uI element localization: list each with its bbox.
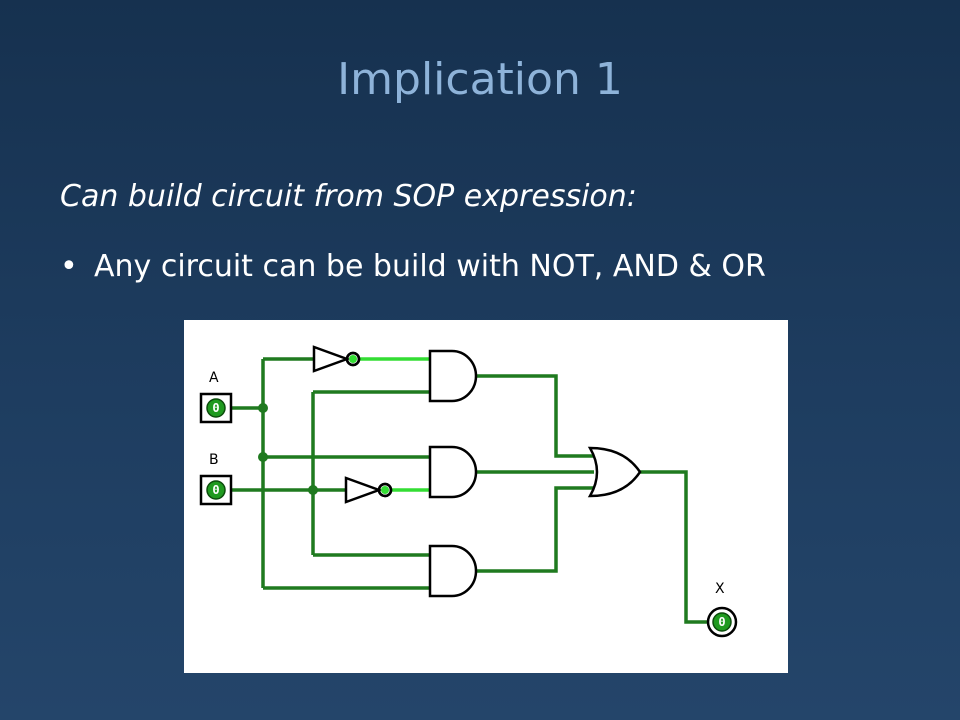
and-gate-3 <box>428 544 478 598</box>
not-bubbles-outline <box>345 351 393 498</box>
junction-b <box>308 485 318 495</box>
not-gates <box>312 345 393 504</box>
not-b-bubble-fill <box>381 486 389 494</box>
and-gates <box>428 349 478 598</box>
input-pin-a[interactable] <box>199 392 233 424</box>
bullet-text: Any circuit can be build with NOT, AND &… <box>94 249 766 284</box>
not-gate-a <box>312 345 351 373</box>
and-gate-2 <box>428 445 478 499</box>
junctions <box>258 403 318 495</box>
wires-on <box>360 357 430 492</box>
wire-and1-out <box>476 374 594 458</box>
wires-off <box>232 357 710 624</box>
bullet-marker: • <box>60 249 78 284</box>
not-a-bubble-outline <box>345 351 361 367</box>
wire-and3-out <box>476 486 594 573</box>
and-gate-1 <box>428 349 478 403</box>
or-gate <box>587 446 642 498</box>
input-label-a: A <box>209 370 219 386</box>
input-pin-b[interactable] <box>199 474 233 506</box>
not-a-bubble-fill <box>349 355 357 363</box>
not-bubbles-fill <box>349 355 389 494</box>
output-value-x: 0 <box>718 615 725 629</box>
input-value-a: 0 <box>212 401 219 415</box>
not-gate-b <box>344 476 383 504</box>
circuit-svg: A B X 0 0 0 <box>199 345 738 638</box>
output-pin-x <box>706 606 738 638</box>
wire-or-out <box>640 470 710 624</box>
output-label-x: X <box>715 581 725 597</box>
input-value-b: 0 <box>212 483 219 497</box>
circuit-diagram: A B X 0 0 0 <box>184 320 788 673</box>
bullet-item: • Any circuit can be build with NOT, AND … <box>60 252 766 282</box>
input-label-b: B <box>209 452 219 468</box>
not-b-bubble-outline <box>377 482 393 498</box>
junction-a2 <box>258 452 268 462</box>
junction-a <box>258 403 268 413</box>
slide-title: Implication 1 <box>337 54 623 105</box>
slide-subtitle: Can build circuit from SOP expression: <box>60 179 637 214</box>
